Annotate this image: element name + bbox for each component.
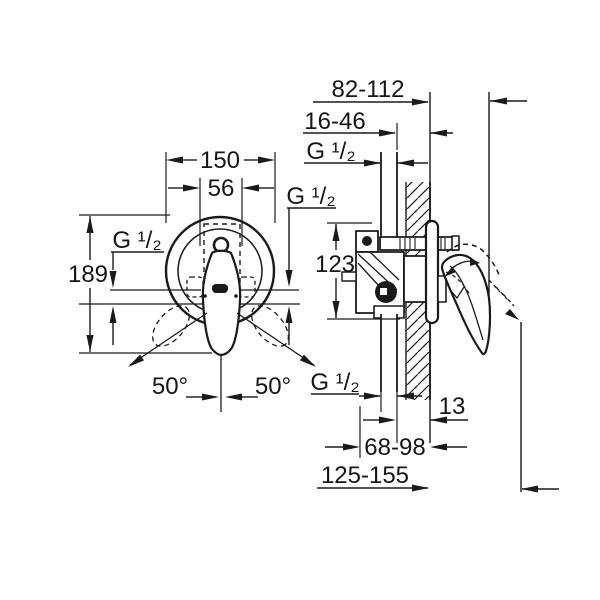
escutcheon-side-profile bbox=[424, 219, 440, 325]
dim-plate-diameter-label: 150 bbox=[200, 147, 240, 174]
dim-total-depth-label: 125-155 bbox=[321, 462, 409, 489]
dim-wall-offset-label: 13 bbox=[439, 393, 466, 420]
front-view bbox=[79, 215, 300, 357]
dim-height-label: 189 bbox=[68, 261, 108, 288]
dim-cartridge-label: 56 bbox=[208, 175, 235, 202]
handle-position-left-dashed bbox=[151, 305, 191, 347]
valve-sleeve bbox=[403, 255, 430, 303]
outlet-stub bbox=[379, 236, 459, 251]
dim-wall-to-handle-label: 82-112 bbox=[332, 76, 405, 103]
lever-handle-front bbox=[201, 249, 242, 357]
cartridge-dashed bbox=[203, 223, 241, 303]
handle-badge bbox=[212, 284, 228, 293]
dim-thread-top-label: G ¹/₂ bbox=[306, 138, 355, 165]
motion-dashes bbox=[488, 279, 515, 307]
fixing-screw bbox=[341, 271, 357, 282]
motion-arrowhead bbox=[505, 309, 519, 320]
dimension-annotations: 82-112 16-46 G ¹/₂ G ¹/₂ 150 bbox=[68, 76, 559, 493]
dim-rough-in-label: 16-46 bbox=[304, 108, 365, 135]
handle-position-right-dashed bbox=[250, 305, 290, 347]
dim-swing-right-label: 50° bbox=[255, 373, 291, 400]
dim-body-height-label: 123 bbox=[315, 251, 355, 278]
dim-thread-bottom-label: G ¹/₂ bbox=[310, 369, 359, 396]
dim-swing-left-label: 50° bbox=[152, 373, 188, 400]
handle-hub bbox=[437, 275, 447, 303]
lever-rotated-dashed bbox=[446, 243, 501, 279]
dim-body-depth-label: 68-98 bbox=[364, 434, 425, 461]
dim-thread-supply-label: G ¹/₂ bbox=[286, 183, 335, 210]
side-view bbox=[341, 152, 519, 392]
supply-level-lines bbox=[79, 289, 300, 305]
dim-thread-left-label: G ¹/₂ bbox=[112, 227, 161, 254]
